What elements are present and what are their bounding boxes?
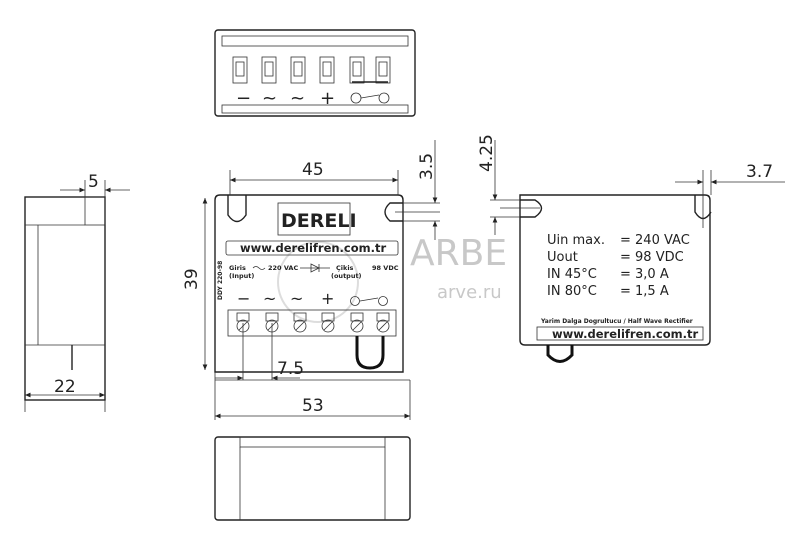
- output-label-en: (output): [331, 272, 362, 280]
- terminal-ac1-label: ~: [262, 88, 277, 109]
- dim-width-total: 53: [302, 396, 324, 416]
- terminal-ac2-label: ~: [290, 88, 305, 109]
- rating-value-in45: = 3,0 A: [620, 267, 669, 282]
- rating-value-uin: = 240 VAC: [620, 233, 690, 248]
- front-switch-symbol-icon: [350, 296, 388, 306]
- input-label-en: (Input): [229, 272, 254, 280]
- dereli-logo: DERELI: [281, 210, 357, 232]
- front-view: DERELI www.derelifren.com.tr DDY 220-98 …: [182, 140, 440, 420]
- screw-terminal-icon: [350, 312, 364, 333]
- watermark-url: arve.ru: [437, 282, 502, 303]
- terminal-plus-label: +: [320, 88, 335, 109]
- top-terminal: [290, 56, 306, 84]
- left-side-view: 5 22: [24, 172, 130, 412]
- diode-icon: [300, 263, 330, 273]
- front-ac1-label: ~: [263, 289, 276, 308]
- switch-symbol-icon: [350, 92, 390, 104]
- dim-depth-top: 5: [88, 172, 99, 192]
- rating-label-in45: IN 45°C: [547, 267, 597, 282]
- dim-side-tab: 3.7: [746, 162, 773, 182]
- dim-width-inner: 45: [302, 160, 324, 180]
- rating-value-in80: = 1,5 A: [620, 284, 669, 299]
- dim-pitch: 7.5: [277, 359, 304, 379]
- screw-terminal-icon: [321, 312, 335, 333]
- front-website: www.derelifren.com.tr: [240, 241, 386, 255]
- product-description: Yarim Dalga Dogrultucu / Half Wave Recti…: [540, 318, 693, 325]
- front-plus-label: +: [321, 289, 334, 308]
- screw-terminal-icon: [293, 312, 307, 333]
- rating-label-in80: IN 80°C: [547, 284, 597, 299]
- dim-height: 39: [182, 268, 202, 290]
- screw-terminal-icon: [376, 312, 390, 333]
- output-label: Çikis: [336, 264, 354, 272]
- dim-side-slot: 4.25: [477, 134, 497, 172]
- watermark: ARBE arve.ru: [277, 233, 507, 323]
- input-label: Giris: [229, 264, 246, 272]
- dim-depth: 22: [54, 377, 76, 397]
- dim-slot: 3.5: [417, 153, 437, 180]
- ac-wave-icon: [252, 266, 266, 270]
- front-minus-label: −: [237, 289, 250, 308]
- input-voltage: 220 VAC: [268, 264, 298, 272]
- model-label: DDY 220-98: [217, 261, 224, 300]
- top-terminal: [349, 56, 365, 84]
- top-terminal: [261, 56, 277, 84]
- bottom-view: [214, 436, 411, 521]
- rating-value-uout: = 98 VDC: [620, 250, 684, 265]
- side-website: www.derelifren.com.tr: [552, 327, 698, 341]
- top-view: − ~ ~ +: [214, 29, 416, 117]
- rating-label-uout: Uout: [547, 250, 578, 265]
- output-voltage: 98 VDC: [372, 264, 399, 272]
- top-terminal: [232, 56, 248, 84]
- right-side-view: Uin max. = 240 VAC Uout = 98 VDC IN 45°C…: [477, 134, 785, 363]
- terminal-minus-label: −: [236, 88, 251, 109]
- rating-label-uin: Uin max.: [547, 233, 605, 248]
- rating-plate: Uin max. = 240 VAC Uout = 98 VDC IN 45°C…: [547, 233, 690, 299]
- front-ac2-label: ~: [290, 289, 303, 308]
- watermark-logo: ARBE: [410, 233, 507, 274]
- top-terminal: [375, 56, 391, 84]
- top-terminal: [319, 56, 335, 84]
